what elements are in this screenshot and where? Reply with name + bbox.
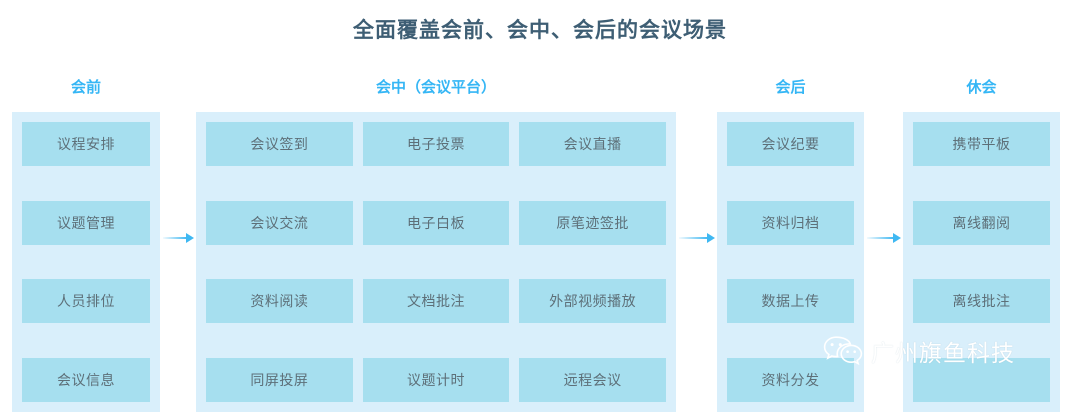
stage-column: 会议纪要 资料归档 数据上传 资料分发 xyxy=(727,122,854,402)
stage-recess: 休会 携带平板 离线翻阅 离线批注 xyxy=(903,78,1060,412)
feature-card[interactable]: 外部视频播放 xyxy=(519,279,667,324)
stage-body-pre-meeting: 议程安排 议题管理 人员排位 会议信息 xyxy=(12,112,160,412)
feature-card[interactable]: 会议交流 xyxy=(206,200,353,245)
stage-post-meeting: 会后 会议纪要 资料归档 数据上传 资料分发 xyxy=(717,78,864,412)
arrow-shaft xyxy=(163,237,187,239)
feature-card[interactable]: 电子投票 xyxy=(362,122,510,166)
arrow-head xyxy=(186,233,194,243)
feature-card[interactable]: 资料阅读 xyxy=(206,279,353,324)
stage-column: 会议直播 原笔迹签批 外部视频播放 远程会议 xyxy=(519,122,667,402)
arrow-head xyxy=(707,233,715,243)
arrow-shaft xyxy=(867,237,894,239)
flow-arrow-right-icon xyxy=(679,232,715,244)
feature-card[interactable]: 离线批注 xyxy=(913,279,1050,324)
arrow-shaft xyxy=(679,237,708,239)
feature-card[interactable]: 资料分发 xyxy=(727,357,854,402)
feature-card[interactable]: 人员排位 xyxy=(22,279,150,324)
page-title: 全面覆盖会前、会中、会后的会议场景 xyxy=(353,19,727,42)
feature-card[interactable]: 远程会议 xyxy=(519,357,667,402)
stage-column: 携带平板 离线翻阅 离线批注 xyxy=(913,122,1050,402)
stage-column: 电子投票 电子白板 文档批注 议题计时 xyxy=(362,122,510,402)
feature-card[interactable]: 资料归档 xyxy=(727,200,854,245)
stage-header-during-meeting: 会中（会议平台） xyxy=(375,79,496,96)
feature-card[interactable]: 议题管理 xyxy=(22,200,150,245)
feature-card[interactable]: 文档批注 xyxy=(362,279,510,324)
stage-pre-meeting: 会前 议程安排 议题管理 人员排位 会议信息 xyxy=(12,78,160,412)
flow-arrow-right-icon xyxy=(163,232,194,244)
stage-during-meeting: 会中（会议平台） 会议签到 会议交流 资料阅读 同屏投屏 电子投票 电子白板 文… xyxy=(196,78,676,412)
stage-header-recess: 休会 xyxy=(966,79,997,96)
feature-card[interactable]: 议程安排 xyxy=(22,122,150,166)
stage-body-during-meeting: 会议签到 会议交流 资料阅读 同屏投屏 电子投票 电子白板 文档批注 议题计时 … xyxy=(196,112,676,412)
feature-card[interactable]: 电子白板 xyxy=(362,200,510,245)
arrow-head xyxy=(893,233,901,243)
stage-header-pre-meeting: 会前 xyxy=(70,79,101,96)
stage-column: 会议签到 会议交流 资料阅读 同屏投屏 xyxy=(206,122,353,402)
feature-card[interactable]: 离线翻阅 xyxy=(913,200,1050,245)
feature-card[interactable]: 同屏投屏 xyxy=(206,357,353,402)
feature-card[interactable]: 数据上传 xyxy=(727,279,854,324)
feature-card[interactable] xyxy=(913,357,1050,402)
stage-header-post-meeting: 会后 xyxy=(775,79,806,96)
feature-card[interactable]: 会议纪要 xyxy=(727,122,854,166)
stage-column: 议程安排 议题管理 人员排位 会议信息 xyxy=(22,122,150,402)
stage-body-recess: 携带平板 离线翻阅 离线批注 xyxy=(903,112,1060,412)
feature-card[interactable]: 会议直播 xyxy=(519,122,667,166)
feature-card[interactable]: 议题计时 xyxy=(362,357,510,402)
feature-card[interactable]: 会议签到 xyxy=(206,122,353,166)
feature-card[interactable]: 原笔迹签批 xyxy=(519,200,667,245)
feature-card[interactable]: 会议信息 xyxy=(22,357,150,402)
feature-card[interactable]: 携带平板 xyxy=(913,122,1050,166)
process-flow-diagram: 会前 议程安排 议题管理 人员排位 会议信息 会中（会议平台） 会议签到 会议交… xyxy=(0,78,1080,415)
flow-arrow-right-icon xyxy=(867,232,901,244)
stage-body-post-meeting: 会议纪要 资料归档 数据上传 资料分发 xyxy=(717,112,864,412)
